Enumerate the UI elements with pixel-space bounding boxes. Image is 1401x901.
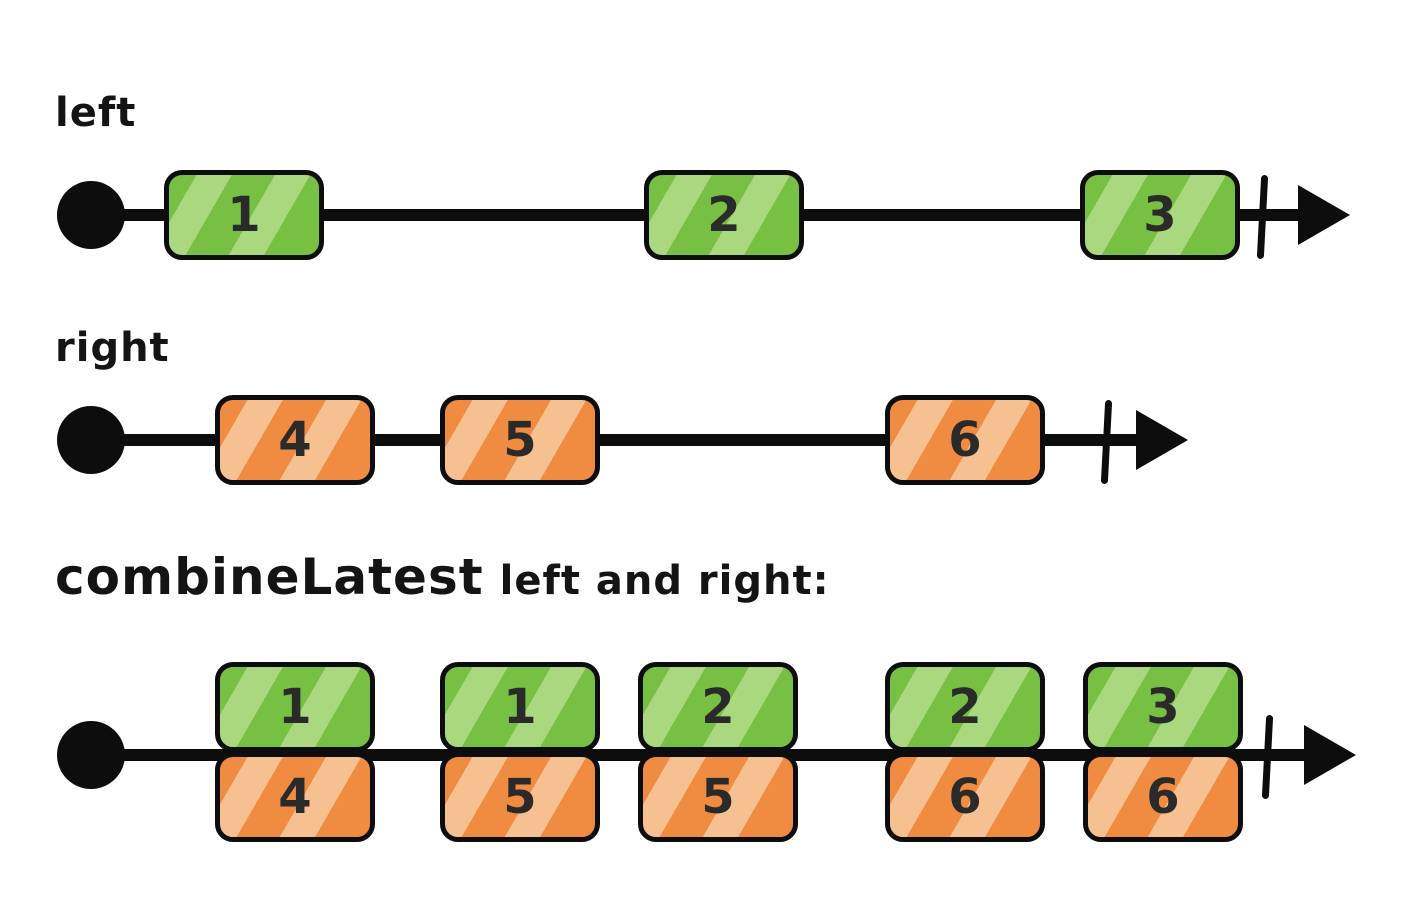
combined-pair-3-top: 2 xyxy=(638,662,798,752)
marble-value: 3 xyxy=(1143,187,1177,243)
marble-value: 5 xyxy=(701,769,735,825)
marble-value: 5 xyxy=(503,769,537,825)
left-timeline-start-dot xyxy=(57,181,125,249)
combined-pair-1-top: 1 xyxy=(215,662,375,752)
left-marble-3: 3 xyxy=(1080,170,1240,260)
right-marble-6: 6 xyxy=(885,395,1045,485)
marble-value: 6 xyxy=(1146,769,1180,825)
marble-value: 3 xyxy=(1146,679,1180,735)
combined-pair-4-top: 2 xyxy=(885,662,1045,752)
marble-value: 1 xyxy=(503,679,537,735)
combined-pair-4-bottom: 6 xyxy=(885,752,1045,842)
operator-suffix: left and right: xyxy=(499,558,830,604)
left-marble-1: 1 xyxy=(164,170,324,260)
marble-value: 4 xyxy=(278,412,312,468)
combined-pair-2-top: 1 xyxy=(440,662,600,752)
marble-value: 2 xyxy=(701,679,735,735)
right-marble-4: 4 xyxy=(215,395,375,485)
combined-pair-5-top: 3 xyxy=(1083,662,1243,752)
operator-name: combineLatest xyxy=(55,548,484,606)
marble-value: 1 xyxy=(227,187,261,243)
marble-value: 4 xyxy=(278,769,312,825)
marble-value: 5 xyxy=(503,412,537,468)
marble-value: 6 xyxy=(948,412,982,468)
operator-caption: combineLatest left and right: xyxy=(55,548,830,606)
left-stream-label: left xyxy=(55,90,137,136)
marble-value: 2 xyxy=(948,679,982,735)
marble-value: 1 xyxy=(278,679,312,735)
marble-value: 6 xyxy=(948,769,982,825)
marble-value: 2 xyxy=(707,187,741,243)
right-marble-5: 5 xyxy=(440,395,600,485)
combined-timeline-start-dot xyxy=(57,721,125,789)
combined-pair-3-bottom: 5 xyxy=(638,752,798,842)
combined-pair-5-bottom: 6 xyxy=(1083,752,1243,842)
combined-pair-1-bottom: 4 xyxy=(215,752,375,842)
left-marble-2: 2 xyxy=(644,170,804,260)
right-stream-label: right xyxy=(55,325,170,371)
right-timeline-start-dot xyxy=(57,406,125,474)
left-timeline-arrowhead-icon xyxy=(1298,185,1350,245)
combined-pair-2-bottom: 5 xyxy=(440,752,600,842)
right-timeline-arrowhead-icon xyxy=(1136,410,1188,470)
combined-timeline-arrowhead-icon xyxy=(1304,725,1356,785)
